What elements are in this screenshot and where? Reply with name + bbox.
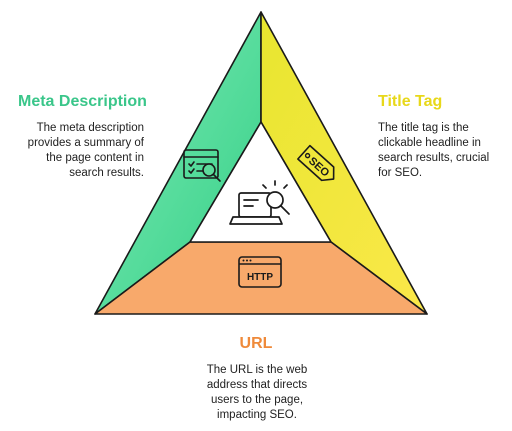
http-label: HTTP: [247, 272, 273, 283]
url-heading: URL: [239, 335, 273, 352]
laptop-search-icon: [229, 180, 290, 225]
http-window-icon: HTTP: [238, 256, 282, 288]
title-tag-text: The title tag is the clickable headline …: [378, 122, 490, 179]
inner-triangle: [189, 121, 332, 243]
url-text: The URL is the web address that directs …: [206, 364, 308, 421]
meta-description-heading: Meta Description: [18, 93, 147, 110]
meta-description-text: The meta description provides a summary …: [27, 122, 144, 179]
form-search-icon: [183, 149, 221, 182]
title-tag-heading: Title Tag: [378, 93, 443, 110]
